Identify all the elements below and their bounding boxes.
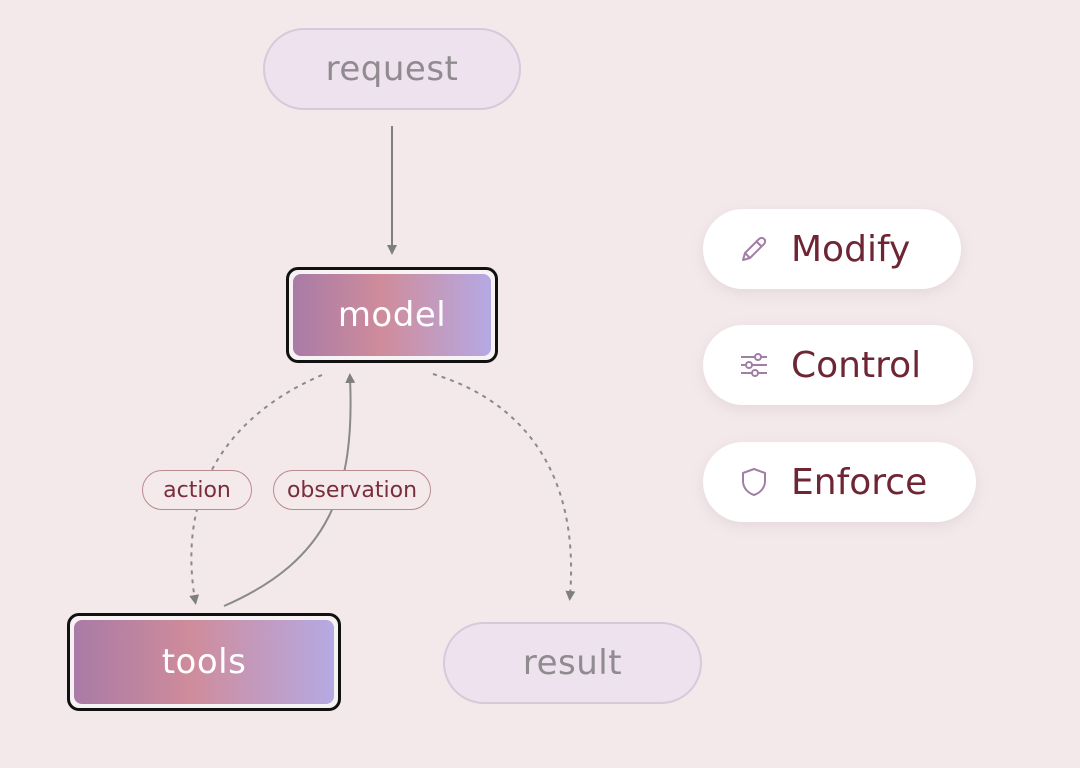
modify-button-label: Modify [791, 228, 911, 270]
control-button-label: Control [791, 344, 922, 386]
edge-observation [223, 373, 356, 607]
model-node-label: model [337, 295, 447, 335]
tools-node: tools [67, 613, 341, 711]
modify-button[interactable]: Modify [703, 209, 961, 289]
sliders-icon [737, 348, 771, 382]
control-button[interactable]: Control [703, 325, 973, 405]
result-node: result [443, 622, 702, 704]
tools-node-label: tools [161, 642, 247, 682]
action-edge-label: action [142, 470, 252, 510]
request-node-label: request [325, 49, 459, 89]
enforce-button-label: Enforce [791, 461, 928, 503]
edge-model-to-result [432, 373, 576, 601]
action-label-text: action [163, 477, 231, 503]
observation-label-text: observation [286, 477, 418, 503]
model-node: model [286, 267, 498, 363]
enforce-button[interactable]: Enforce [703, 442, 976, 522]
edge-action [189, 374, 323, 605]
request-node: request [263, 28, 521, 110]
pencil-icon [737, 232, 771, 266]
result-node-label: result [522, 643, 623, 683]
observation-edge-label: observation [273, 470, 431, 510]
shield-icon [737, 465, 771, 499]
